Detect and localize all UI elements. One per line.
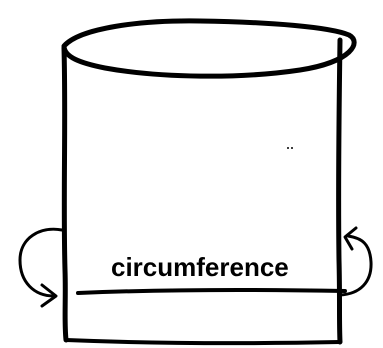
stray-dot: [291, 147, 293, 149]
curved-arrow-left-icon: [18, 227, 64, 308]
cylinder-right-side: [336, 37, 343, 345]
cylinder-top-ellipse: [61, 18, 357, 79]
curved-arrow-right-icon: [338, 226, 373, 297]
cylinder-left-side: [61, 45, 69, 343]
stray-dot: [287, 147, 289, 149]
cylinder-bottom-edge: [64, 338, 342, 346]
circumference-line: [76, 287, 347, 295]
circumference-label: circumference: [111, 252, 289, 282]
